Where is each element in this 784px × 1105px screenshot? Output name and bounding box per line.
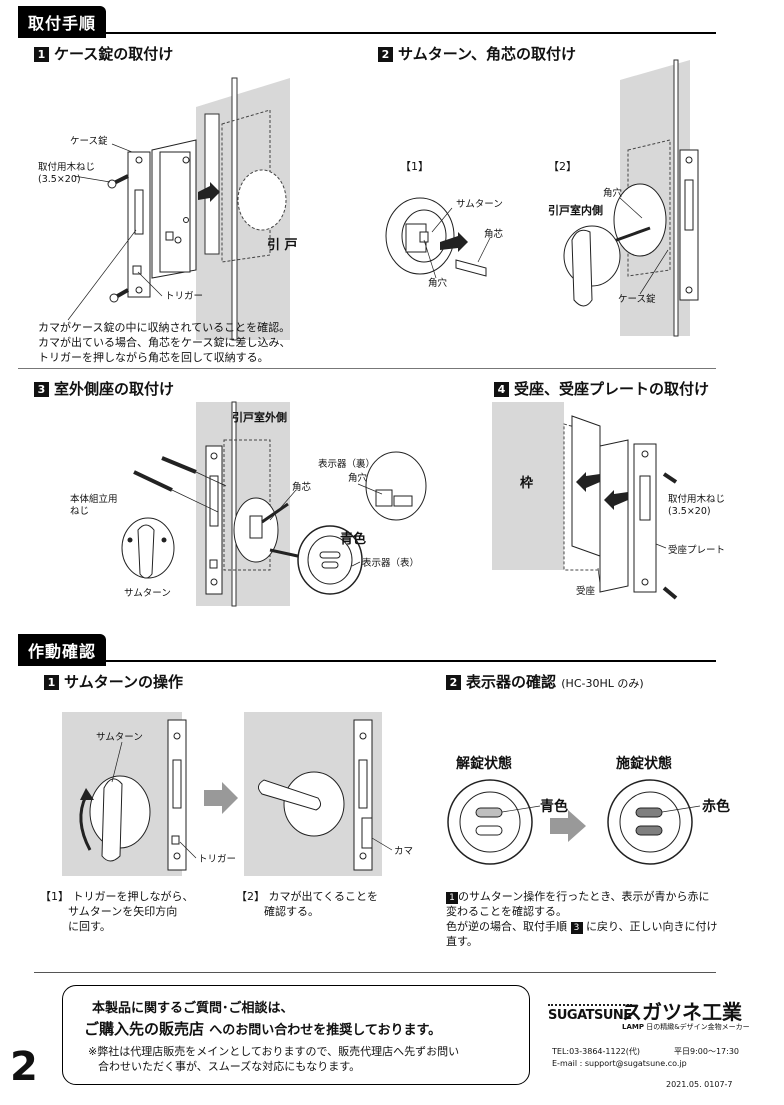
brand-sub: LAMP 日の精緻&デザイン金物メーカー: [622, 1023, 750, 1031]
label-locked: 施錠状態: [616, 756, 672, 772]
label-thumbturn-3: サムターン: [124, 588, 171, 599]
header-rule-2: [18, 660, 716, 662]
label-indicator-front: 表示器（表）: [362, 558, 420, 569]
label-thumbturn-check: サムターン: [96, 732, 143, 743]
label-square-hole-3: 角穴: [348, 473, 368, 484]
step1-note: カマがケース錠の中に収納されていることを確認。 カマが出ている場合、角芯をケース…: [38, 321, 291, 364]
divider: [18, 368, 716, 369]
label-case-lock-2: ケース錠: [618, 294, 656, 305]
label-blue-3: 青色: [340, 532, 367, 547]
contact-email: E-mail : support@sugatsune.co.jp: [552, 1059, 687, 1068]
label-indicator-back: 表示器（裏）: [318, 459, 376, 470]
footer-rule: [34, 972, 716, 973]
label-body-screw-2: ねじ: [70, 506, 90, 517]
check-step1-note1: 【1】 トリガーを押しながら、 サムターンを矢印方向 に回す。: [40, 890, 194, 933]
label-frame: 枠: [520, 476, 534, 491]
label-square-hole: 角穴: [428, 278, 448, 289]
contact-hours: 平日9:00〜17:30: [674, 1047, 740, 1056]
footer-line1: 本製品に関するご質問･ご相談は、: [92, 1001, 294, 1016]
contact-tel: TEL:03-3864-1122(代): [552, 1047, 641, 1056]
label-trigger-check: トリガー: [198, 854, 237, 865]
label-screw-4: 取付用木ねじ: [668, 494, 726, 505]
footer-note: ※弊社は代理店販売をメインとしておりますので、販売代理店へ先ずお問い 合わせいた…: [88, 1045, 460, 1074]
label-door-outside: 引戸室外側: [232, 411, 287, 424]
label-blue-check: 青色: [540, 799, 568, 815]
label-door: 引 戸: [267, 238, 298, 253]
label-latch: カマ: [394, 846, 414, 857]
label-spindle-3: 角芯: [292, 482, 312, 493]
brand-logo-en: SUGATSUNE: [548, 1004, 632, 1023]
doc-date: 2021.05. 0107-7: [666, 1080, 733, 1089]
label-screw: 取付用木ねじ: [38, 162, 96, 173]
footer-line2: ご購入先の販売店 へのお問い合わせを推奨しております。: [84, 1020, 442, 1038]
label-door-inside: 引戸室内側: [548, 204, 603, 217]
label-unlocked: 解錠状態: [456, 756, 512, 772]
label-body-screw: 本体組立用: [70, 494, 118, 505]
label-screw-size: (3.5×20): [38, 174, 81, 185]
label-sub2: 【2】: [548, 160, 577, 173]
label-trigger: トリガー: [165, 291, 204, 302]
inquiry-box: [62, 985, 530, 1085]
label-case-lock: ケース錠: [70, 136, 108, 147]
brand-logo-jp: スガツネ工業: [622, 1000, 742, 1024]
label-sub1: 【1】: [400, 160, 429, 173]
label-thumbturn: サムターン: [456, 199, 503, 210]
check-step1-note2: 【2】 カマが出てくることを 確認する。: [236, 890, 378, 918]
header-rule: [18, 32, 716, 34]
label-screw-size-4: (3.5×20): [668, 506, 711, 517]
label-spindle: 角芯: [484, 229, 504, 240]
label-strike: 受座: [576, 586, 596, 597]
label-plate: 受座プレート: [668, 545, 726, 556]
label-square-hole-2: 角穴: [603, 188, 623, 199]
label-red-check: 赤色: [702, 799, 730, 815]
page-number: 2: [10, 1044, 38, 1090]
